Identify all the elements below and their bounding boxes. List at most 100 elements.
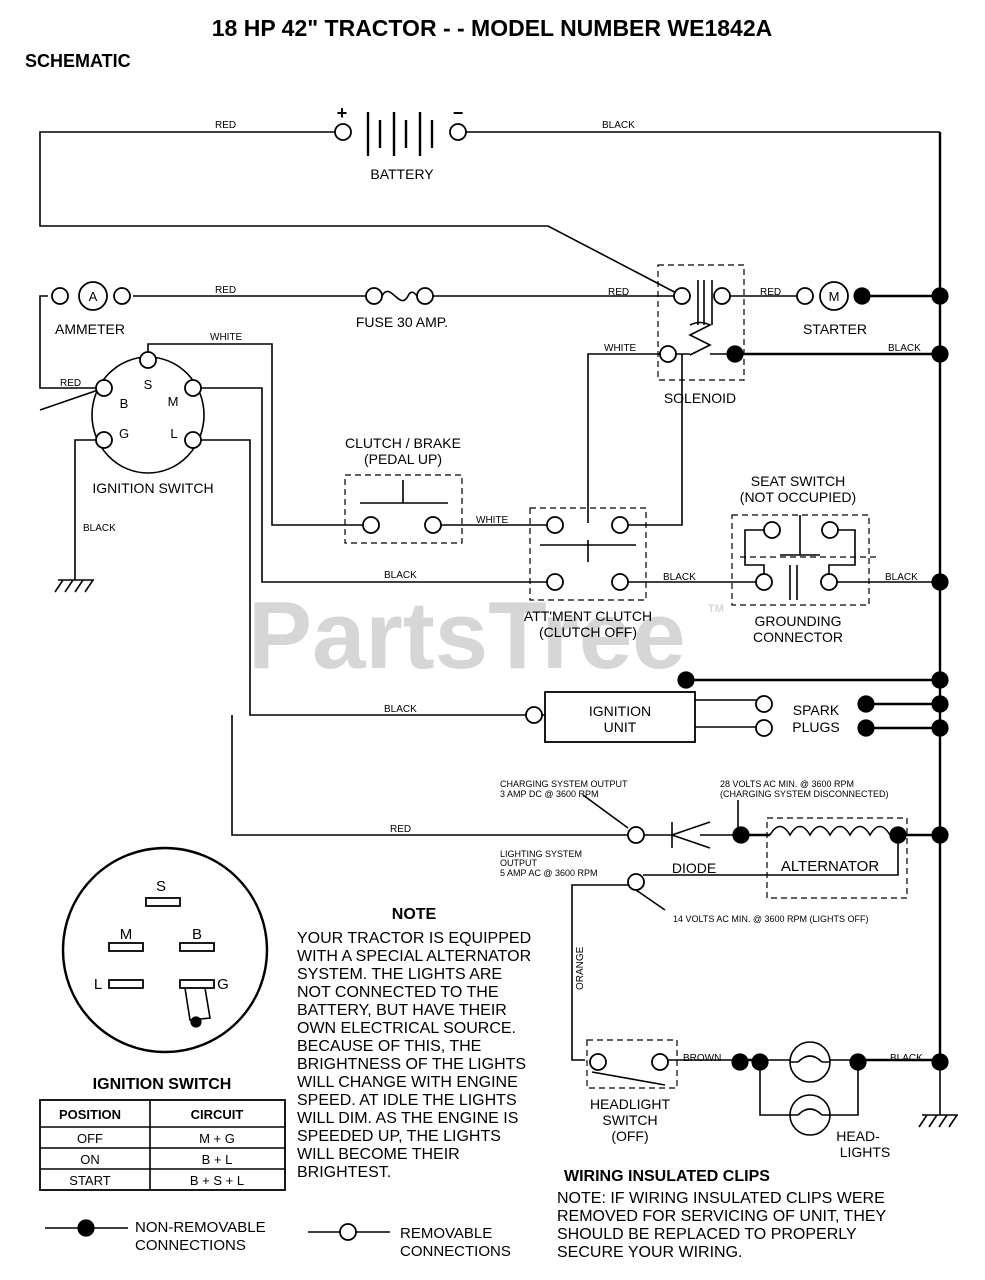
table-header-circuit: CIRCUIT — [191, 1107, 244, 1122]
terminal-view-title: IGNITION SWITCH — [93, 1076, 232, 1093]
starter-symbol: M — [829, 289, 840, 304]
note-line: YOUR TRACTOR IS EQUIPPED — [297, 930, 531, 947]
wire-label-black: BLACK — [602, 120, 635, 131]
ignition-switch-table: POSITION CIRCUIT OFF M + G ON B + L STAR… — [39, 1099, 286, 1191]
wire-label-black: BLACK — [83, 523, 116, 534]
ignition-switch-label: IGNITION SWITCH — [92, 480, 213, 496]
lighting-output-line1: LIGHTING SYSTEM — [500, 849, 582, 859]
attachment-clutch-line1: ATT'MENT CLUTCH — [524, 608, 652, 624]
note-line: WITH A SPECIAL ALTERNATOR — [297, 948, 531, 965]
ignition-terminal-view: S M B L G IGNITION SWITCH — [61, 846, 269, 1093]
ammeter-label: AMMETER — [55, 321, 125, 337]
attachment-clutch-switch: ATT'MENT CLUTCH (CLUTCH OFF) — [524, 507, 652, 640]
ignition-unit: IGNITION UNIT SPARK PLUGS — [525, 691, 875, 743]
grounding-connector-line2: CONNECTOR — [753, 629, 843, 645]
note-line: SPEED. AT IDLE THE LIGHTS — [297, 1092, 517, 1109]
wire-label-white: WHITE — [604, 343, 637, 354]
wire-label-white: WHITE — [476, 515, 509, 526]
lighting-output-line3: 5 AMP AC @ 3600 RPM — [500, 868, 598, 878]
ammeter-symbol: A — [89, 289, 98, 304]
headlight-switch-line3: (OFF) — [611, 1128, 648, 1144]
page-title: 18 HP 42" TRACTOR - - MODEL NUMBER WE184… — [212, 15, 772, 41]
seat-switch-line2: (NOT OCCUPIED) — [740, 489, 856, 505]
note-line: BECAUSE OF THIS, THE — [297, 1038, 481, 1055]
legend: NON-REMOVABLE CONNECTIONS REMOVABLE CONN… — [45, 1219, 511, 1260]
volts28-line1: 28 VOLTS AC MIN. @ 3600 RPM — [720, 779, 854, 789]
solenoid: SOLENOID — [657, 264, 745, 406]
ignition-unit-line2: UNIT — [604, 719, 637, 735]
diagram-label: B — [120, 396, 129, 411]
solenoid-label: SOLENOID — [664, 390, 736, 406]
note-line: BRIGHTNESS OF THE LIGHTS — [297, 1056, 526, 1073]
note-line: BRIGHTEST. — [297, 1164, 391, 1181]
volts14-label: 14 VOLTS AC MIN. @ 3600 RPM (LIGHTS OFF) — [673, 914, 869, 924]
seat-switch-line1: SEAT SWITCH — [751, 473, 845, 489]
legend-removable-line1: REMOVABLE — [400, 1225, 492, 1242]
note-line: BATTERY, BUT HAVE THEIR — [297, 1002, 507, 1019]
wire-label-red: RED — [760, 287, 781, 298]
volts28-line2: (CHARGING SYSTEM DISCONNECTED) — [720, 789, 889, 799]
wiring-clips-heading: WIRING INSULATED CLIPS — [564, 1168, 770, 1185]
wire-label-black: BLACK — [890, 1053, 923, 1064]
wire-label-black: BLACK — [885, 572, 918, 583]
starter-label: STARTER — [803, 321, 867, 337]
table-cell: B + L — [202, 1152, 233, 1167]
wire-label-orange: ORANGE — [575, 946, 586, 990]
attachment-clutch-line2: (CLUTCH OFF) — [539, 624, 637, 640]
diagram-label: M — [168, 394, 179, 409]
note-line: SYSTEM. THE LIGHTS ARE — [297, 966, 502, 983]
diagram-label: G — [217, 976, 229, 993]
alternator-label: ALTERNATOR — [781, 858, 880, 875]
wire-label-brown: BROWN — [683, 1053, 721, 1064]
diagram-label: B — [192, 926, 202, 943]
diagram-label: S — [156, 878, 166, 895]
wiring-clips-note: WIRING INSULATED CLIPS NOTE: IF WIRING I… — [557, 1168, 887, 1261]
headlight-circuit: HEADLIGHT SWITCH (OFF) HEAD- LIGHTS — [586, 1039, 949, 1160]
headlight-switch-line2: SWITCH — [602, 1112, 657, 1128]
battery-minus: − — [453, 103, 464, 123]
schematic-subtitle: SCHEMATIC — [25, 51, 131, 71]
diode-label: DIODE — [672, 860, 716, 876]
charging-output-line2: 3 AMP DC @ 3600 RPM — [500, 789, 599, 799]
legend-removable-line2: CONNECTIONS — [400, 1243, 511, 1260]
note-line: OWN ELECTRICAL SOURCE. — [297, 1020, 516, 1037]
headlights-line2: LIGHTS — [840, 1144, 891, 1160]
table-cell: OFF — [77, 1131, 103, 1146]
note-line: WILL CHANGE WITH ENGINE — [297, 1074, 518, 1091]
table-cell: ON — [80, 1152, 100, 1167]
note-line: SPEEDED UP, THE LIGHTS — [297, 1128, 501, 1145]
table-cell: B + S + L — [190, 1173, 244, 1188]
ground-bus-connections — [677, 287, 949, 844]
wire-label-white: WHITE — [210, 332, 243, 343]
grounding-connector-line1: GROUNDING — [754, 613, 841, 629]
table-cell: M + G — [199, 1131, 235, 1146]
charging-system: CHARGING SYSTEM OUTPUT 3 AMP DC @ 3600 R… — [500, 779, 908, 924]
watermark-tm: TM — [708, 603, 724, 615]
battery: + − BATTERY — [334, 103, 467, 182]
note-line: WILL BECOME THEIR — [297, 1146, 460, 1163]
wire-label-red: RED — [390, 824, 411, 835]
legend-nonremovable-line2: CONNECTIONS — [135, 1237, 246, 1254]
headlight-switch-line1: HEADLIGHT — [590, 1096, 671, 1112]
diagram-label: L — [170, 426, 177, 441]
ammeter: A AMMETER — [51, 281, 131, 337]
wire-label-red: RED — [215, 285, 236, 296]
diagram-label: S — [144, 377, 153, 392]
wire-label-black: BLACK — [663, 572, 696, 583]
note-block: NOTE YOUR TRACTOR IS EQUIPPED WITH A SPE… — [297, 906, 531, 1181]
wire-color-labels: RED BLACK RED RED RED RED WHITE WHITE BL… — [60, 120, 923, 1064]
wire-label-black: BLACK — [888, 343, 921, 354]
diagram-label: M — [120, 926, 133, 943]
clutch-brake-switch: CLUTCH / BRAKE (PEDAL UP) — [344, 435, 463, 544]
legend-nonremovable-line1: NON-REMOVABLE — [135, 1219, 266, 1236]
starter: M STARTER — [796, 281, 871, 337]
seat-switch: SEAT SWITCH (NOT OCCUPIED) GROUNDING CON… — [731, 473, 878, 645]
wiring-clips-line: SECURE YOUR WIRING. — [557, 1244, 743, 1261]
fuse: FUSE 30 AMP. — [356, 287, 448, 330]
headlights-line1: HEAD- — [836, 1128, 880, 1144]
clutch-brake-line1: CLUTCH / BRAKE — [345, 435, 461, 451]
charging-output-line1: CHARGING SYSTEM OUTPUT — [500, 779, 628, 789]
note-line: NOT CONNECTED TO THE — [297, 984, 499, 1001]
wire-label-red: RED — [60, 378, 81, 389]
table-cell: START — [69, 1173, 110, 1188]
